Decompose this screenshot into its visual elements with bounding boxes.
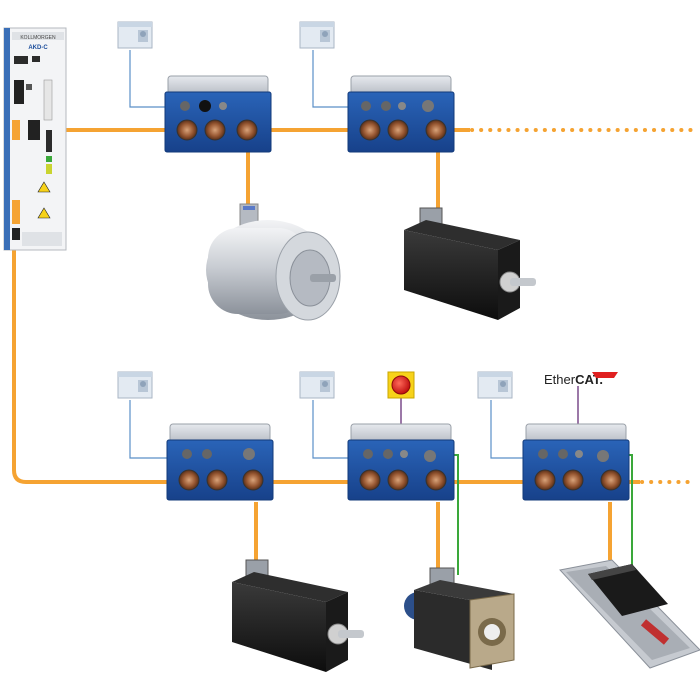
controller-header: KOLLMORGEN: [20, 35, 56, 41]
estop-icon: [387, 371, 415, 399]
config-pc-icon: [117, 371, 153, 399]
config-pc-icon: [299, 21, 335, 49]
ethercat-logo-text: Ether: [544, 372, 576, 387]
drive-5: [522, 423, 630, 501]
controller-model-label: AKD-C: [28, 45, 48, 51]
servo-motor: [404, 207, 536, 320]
cable-controller-row2: [12, 250, 168, 484]
encoder-motor: [206, 203, 341, 321]
servo-motor-large: [404, 567, 515, 670]
bus-cables: [12, 128, 694, 568]
config-pc-icon: [477, 371, 513, 399]
config-pc-icon: [299, 371, 335, 399]
drive-2: [347, 75, 455, 153]
ethercat-logo: EtherCAT.: [544, 372, 618, 387]
config-lines: [129, 50, 526, 459]
config-pc-icon: [117, 21, 153, 49]
linear-actuator: [559, 559, 700, 669]
servo-motor: [232, 559, 364, 672]
drive-4: [347, 423, 455, 501]
controller: KOLLMORGEN AKD-C: [3, 27, 67, 251]
drive-1: [164, 75, 272, 153]
drive-3: [166, 423, 274, 501]
